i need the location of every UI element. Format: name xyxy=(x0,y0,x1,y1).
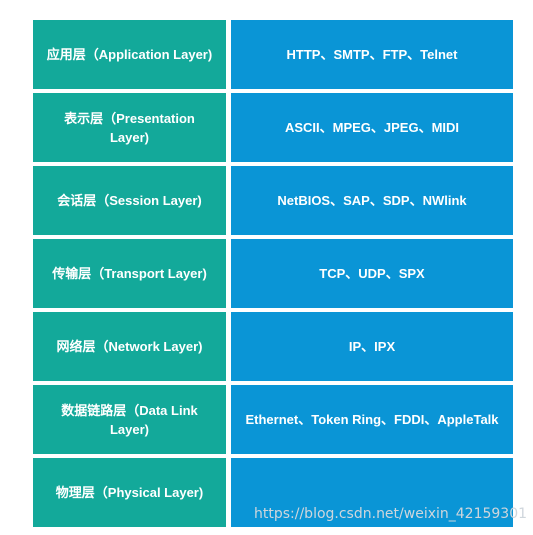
layer-name-data-link: 数据链路层（Data Link Layer) xyxy=(33,385,226,454)
osi-row-application: 应用层（Application Layer) HTTP、SMTP、FTP、Tel… xyxy=(33,20,513,93)
protocols-network: IP、IPX xyxy=(231,312,513,381)
layer-name-transport: 传输层（Transport Layer) xyxy=(33,239,226,308)
osi-row-network: 网络层（Network Layer) IP、IPX xyxy=(33,312,513,385)
osi-row-transport: 传输层（Transport Layer) TCP、UDP、SPX xyxy=(33,239,513,312)
protocols-application: HTTP、SMTP、FTP、Telnet xyxy=(231,20,513,89)
protocols-session: NetBIOS、SAP、SDP、NWlink xyxy=(231,166,513,235)
protocols-presentation: ASCII、MPEG、JPEG、MIDI xyxy=(231,93,513,162)
protocols-data-link: Ethernet、Token Ring、FDDI、AppleTalk xyxy=(231,385,513,454)
osi-model-table: 应用层（Application Layer) HTTP、SMTP、FTP、Tel… xyxy=(33,20,513,531)
protocols-transport: TCP、UDP、SPX xyxy=(231,239,513,308)
protocols-physical xyxy=(231,458,513,527)
layer-name-session: 会话层（Session Layer) xyxy=(33,166,226,235)
layer-name-physical: 物理层（Physical Layer) xyxy=(33,458,226,527)
osi-row-presentation: 表示层（Presentation Layer) ASCII、MPEG、JPEG、… xyxy=(33,93,513,166)
watermark-url: https://blog.csdn.net/weixin_42159301 xyxy=(254,506,528,522)
osi-row-session: 会话层（Session Layer) NetBIOS、SAP、SDP、NWlin… xyxy=(33,166,513,239)
osi-row-physical: 物理层（Physical Layer) xyxy=(33,458,513,531)
layer-name-presentation: 表示层（Presentation Layer) xyxy=(33,93,226,162)
osi-row-data-link: 数据链路层（Data Link Layer) Ethernet、Token Ri… xyxy=(33,385,513,458)
layer-name-network: 网络层（Network Layer) xyxy=(33,312,226,381)
layer-name-application: 应用层（Application Layer) xyxy=(33,20,226,89)
